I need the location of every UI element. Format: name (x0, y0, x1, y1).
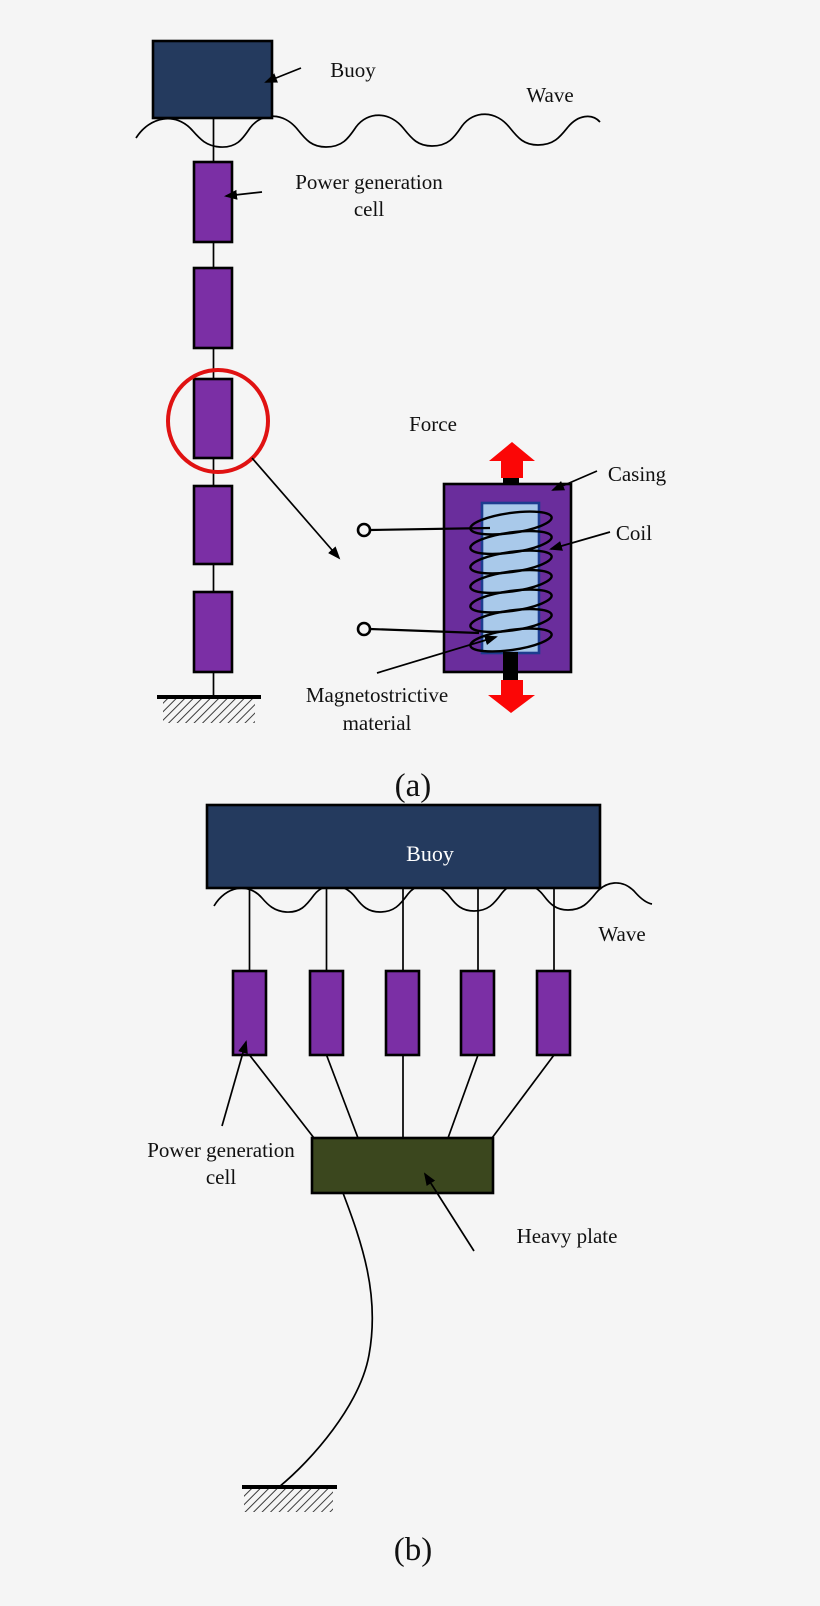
buoy-label: Buoy (330, 58, 376, 82)
caption-a: (a) (395, 768, 432, 804)
heavy-plate-leader-line (423, 1172, 475, 1252)
buoy (151, 39, 274, 120)
panel-b: Buoy Wave Power generation cell Heavy pl… (147, 803, 653, 1568)
plate-string (491, 1054, 555, 1139)
force-arrow-down (488, 680, 535, 713)
power-cell-label-line2: cell (354, 197, 384, 221)
wave-label: Wave (598, 922, 645, 946)
coil (469, 510, 553, 653)
power-cell-label-line1: Power generation (295, 170, 443, 194)
power-cell (384, 969, 421, 1057)
power-cell-leader-line (224, 189, 263, 200)
power-cell (192, 266, 234, 350)
buoy (205, 803, 602, 890)
mooring-rope (278, 1192, 374, 1488)
force-arrow-up (489, 442, 535, 478)
seabed-hatch (244, 1489, 333, 1512)
power-cell-leader-line (221, 1040, 248, 1127)
seabed-hatch (163, 699, 255, 723)
wave-line (213, 882, 653, 913)
plate-string (248, 1054, 315, 1139)
material-leader-line (376, 635, 498, 674)
buoy-label: Buoy (406, 841, 454, 866)
buoy-leader-line (264, 67, 302, 83)
wave-line (135, 113, 601, 148)
force-label: Force (409, 412, 457, 436)
power-cell-label-line2: cell (206, 1165, 236, 1189)
panel-a: Buoy Wave Power generation cell Force (135, 39, 667, 804)
wave-label: Wave (526, 83, 573, 107)
power-cell (192, 590, 234, 674)
power-cell (535, 969, 572, 1057)
heavy-plate-label: Heavy plate (517, 1224, 618, 1248)
zoom-leader-line (251, 457, 341, 560)
power-cell (459, 969, 496, 1057)
highlight-circle (166, 368, 270, 474)
power-cell (192, 484, 234, 566)
terminal-bottom (356, 621, 372, 637)
heavy-plate (310, 1136, 495, 1195)
power-cell (192, 160, 234, 244)
casing-leader-line (551, 470, 598, 491)
material-label-line2: material (343, 711, 412, 735)
power-cell-label-line1: Power generation (147, 1138, 295, 1162)
plate-string (447, 1054, 479, 1139)
power-cell (231, 969, 268, 1057)
cell-detail-view: Force (306, 412, 667, 735)
plate-string (325, 1054, 359, 1139)
power-cell (192, 377, 234, 460)
terminal-top (356, 522, 372, 538)
terminal-bottom-wire (369, 627, 480, 635)
coil-label: Coil (616, 521, 652, 545)
bottom-rod (503, 652, 518, 682)
coil-leader-line (549, 531, 611, 551)
material-label-line1: Magnetostrictive (306, 683, 448, 707)
coil-turn (469, 627, 553, 653)
power-cell (308, 969, 345, 1057)
casing-label: Casing (608, 462, 667, 486)
caption-b: (b) (394, 1532, 432, 1568)
